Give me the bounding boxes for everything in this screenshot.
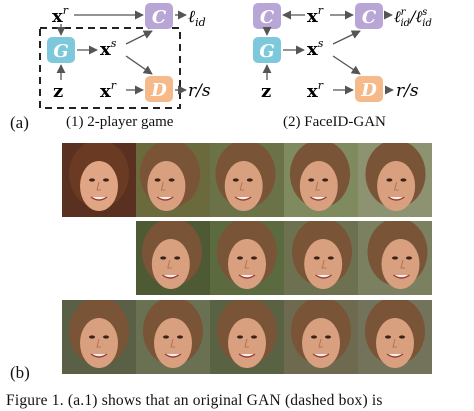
node-d-label: D xyxy=(150,80,167,101)
face-thumbnail xyxy=(358,143,432,217)
face-thumbnail xyxy=(284,300,358,374)
var-xr-top-right: xr xyxy=(307,4,324,27)
node-d-box xyxy=(145,76,173,102)
node-c-label: C xyxy=(152,7,167,28)
face-thumbnail xyxy=(210,300,284,374)
face-thumbnail xyxy=(62,300,136,374)
node-c-right-label: C xyxy=(362,7,377,28)
left-diagram-title: (1) 2-player game xyxy=(66,114,174,130)
var-xr-bottom: xr xyxy=(100,79,117,102)
panel-a-label: (a) xyxy=(10,113,29,132)
panel-b-label: (b) xyxy=(10,363,30,382)
node-c-left-label: C xyxy=(260,7,275,28)
arrow-xs-to-d-right xyxy=(332,55,361,75)
node-g-box xyxy=(47,37,75,63)
right-diagram-title: (2) FaceID-GAN xyxy=(283,114,386,130)
var-z-right: z xyxy=(261,81,271,102)
face-thumbnail xyxy=(358,221,432,295)
node-c-left-box xyxy=(253,3,281,29)
out-rs: r/s xyxy=(188,81,211,101)
face-thumbnail xyxy=(210,221,284,295)
face-thumbnail xyxy=(136,300,210,374)
arrow-xs-to-c-right xyxy=(332,30,361,45)
arrow-xs-to-c xyxy=(125,30,153,45)
face-thumbnail xyxy=(210,143,284,217)
node-d-box-right xyxy=(355,76,383,102)
arrow-xs-to-d xyxy=(125,55,153,75)
var-xs: xs xyxy=(100,37,117,60)
var-xr-top: xr xyxy=(52,4,69,27)
out-id: ℓid xyxy=(188,7,206,29)
node-c-box xyxy=(145,3,173,29)
var-z: z xyxy=(53,81,63,102)
dashed-box xyxy=(39,27,181,109)
face-thumbnail xyxy=(358,300,432,374)
node-g-label-right: G xyxy=(259,41,274,62)
figure-caption: Figure 1. (a.1) shows that an original G… xyxy=(6,392,383,409)
diagram-left: C G D xr xs z xr ℓid r/s xyxy=(39,3,211,109)
face-thumbnail xyxy=(136,143,210,217)
var-xr-bottom-right: xr xyxy=(307,79,324,102)
face-thumbnail xyxy=(62,143,136,217)
node-c-right-box xyxy=(355,3,383,29)
face-thumbnail xyxy=(284,221,358,295)
node-d-label-right: D xyxy=(360,80,377,101)
out-rs-right: r/s xyxy=(396,81,419,101)
var-xs-right: xs xyxy=(307,37,324,60)
face-thumbnail xyxy=(284,143,358,217)
face-thumbnail xyxy=(136,221,210,295)
node-g-label: G xyxy=(53,41,68,62)
node-g-box-right xyxy=(253,37,281,63)
face-grid xyxy=(62,143,432,374)
